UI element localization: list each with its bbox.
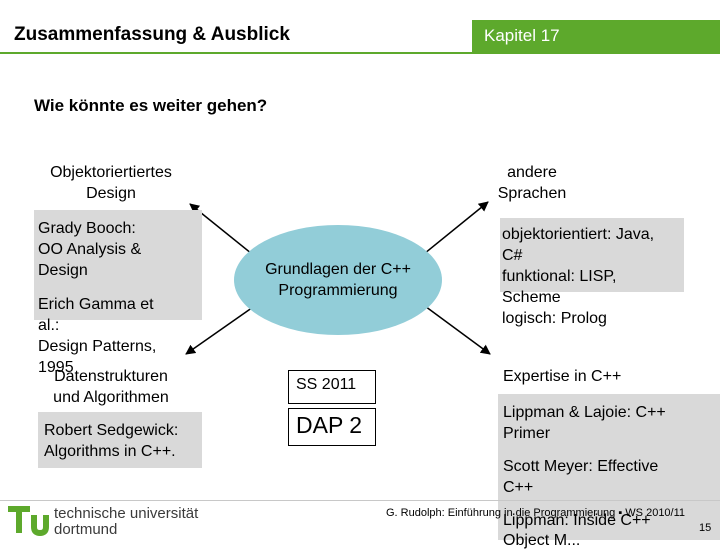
meyers-book: Scott Meyer: Effective C++ xyxy=(503,456,658,498)
booch-book: Grady Booch: OO Analysis & Design xyxy=(38,218,141,281)
university-name-line: dortmund xyxy=(54,521,118,538)
other-languages-label: andere Sprachen xyxy=(480,162,584,204)
university-name-line: technische universität xyxy=(54,505,199,522)
gamma-book-line: Erich Gamma et xyxy=(38,296,154,313)
header-left-bar xyxy=(0,20,470,52)
ss2011-box xyxy=(288,370,376,404)
other-languages-label-line: andere xyxy=(507,164,557,181)
languages-list: objektorientiert: Java, C# funktional: L… xyxy=(502,224,654,329)
booch-book-line: Design xyxy=(38,262,88,279)
oo-design-label-line: Design xyxy=(86,185,136,202)
sedgewick-book-line: Algorithms in C++. xyxy=(44,443,176,460)
chapter-bar xyxy=(472,20,720,52)
languages-list-line: logisch: Prolog xyxy=(502,310,607,327)
ss2011-label: SS 2011 xyxy=(296,376,357,393)
oo-books-background xyxy=(34,210,202,320)
page-number: 15 xyxy=(699,522,712,534)
gamma-book-line: Design Patterns, xyxy=(38,338,157,355)
oo-design-label: Objektoriertiertes Design xyxy=(40,162,182,204)
cpp-books-background xyxy=(498,394,720,540)
languages-list-line: objektorientiert: Java, xyxy=(502,226,655,243)
languages-list-line: funktional: LISP, xyxy=(502,268,617,285)
languages-list-line: C# xyxy=(502,247,523,264)
languages-background xyxy=(500,218,684,292)
sedgewick-background xyxy=(38,412,202,468)
dap2-box xyxy=(288,408,376,446)
languages-list-line: Scheme xyxy=(502,289,561,306)
footer-credit: G. Rudolph: Einführung in die Programmie… xyxy=(386,507,686,519)
meyers-book-line: C++ xyxy=(503,479,534,496)
datastructures-label-line: Datenstrukturen xyxy=(54,368,168,385)
gamma-book-line: 1995 xyxy=(38,359,74,376)
cpp-basics-label-line: Grundlagen der C++ xyxy=(265,261,411,278)
datastructures-label: Datenstrukturen und Algorithmen xyxy=(36,366,186,408)
meyers-book-line: Scott Meyer: Effective xyxy=(503,458,659,475)
chapter-label: Kapitel 17 xyxy=(484,26,560,45)
cpp-basics-label-line: Programmierung xyxy=(278,282,398,299)
cpp-expertise-label: Expertise in C++ xyxy=(503,368,622,385)
datastructures-label-line: und Algorithmen xyxy=(53,389,169,406)
gamma-book: Erich Gamma et al.: Design Patterns, 199… xyxy=(38,294,156,378)
cpp-basics-ellipse xyxy=(234,225,442,335)
cpp-basics-label: Grundlagen der C++ Programmierung xyxy=(234,259,442,301)
lippman-lajoie-book-line: Lippman & Lajoie: C++ xyxy=(503,404,666,421)
tu-logo-icon xyxy=(8,506,49,537)
gamma-book-line: al.: xyxy=(38,317,60,334)
sedgewick-book-line: Robert Sedgewick: xyxy=(44,422,179,439)
slide-question: Wie könnte es weiter gehen? xyxy=(34,96,268,115)
booch-book-line: Grady Booch: xyxy=(38,220,136,237)
university-name: technische universität dortmund xyxy=(54,506,198,538)
lippman-inside-book: Lippman: Inside C++ xyxy=(503,512,651,529)
other-languages-label-line: Sprachen xyxy=(497,185,567,202)
header-divider xyxy=(0,52,720,54)
lippman-lajoie-book-line: Primer xyxy=(503,425,551,442)
footer-divider xyxy=(0,500,720,501)
dap2-label: DAP 2 xyxy=(296,412,363,438)
lippman-lajoie-book: Lippman & Lajoie: C++ Primer xyxy=(503,402,666,444)
slide-header-title: Zusammenfassung & Ausblick xyxy=(14,24,290,45)
sedgewick-book: Robert Sedgewick: Algorithms in C++. xyxy=(44,420,178,462)
oo-design-label-line: Objektoriertiertes xyxy=(50,164,172,181)
object-model-book: Object M... xyxy=(503,532,581,549)
booch-book-line: OO Analysis & xyxy=(38,241,142,258)
